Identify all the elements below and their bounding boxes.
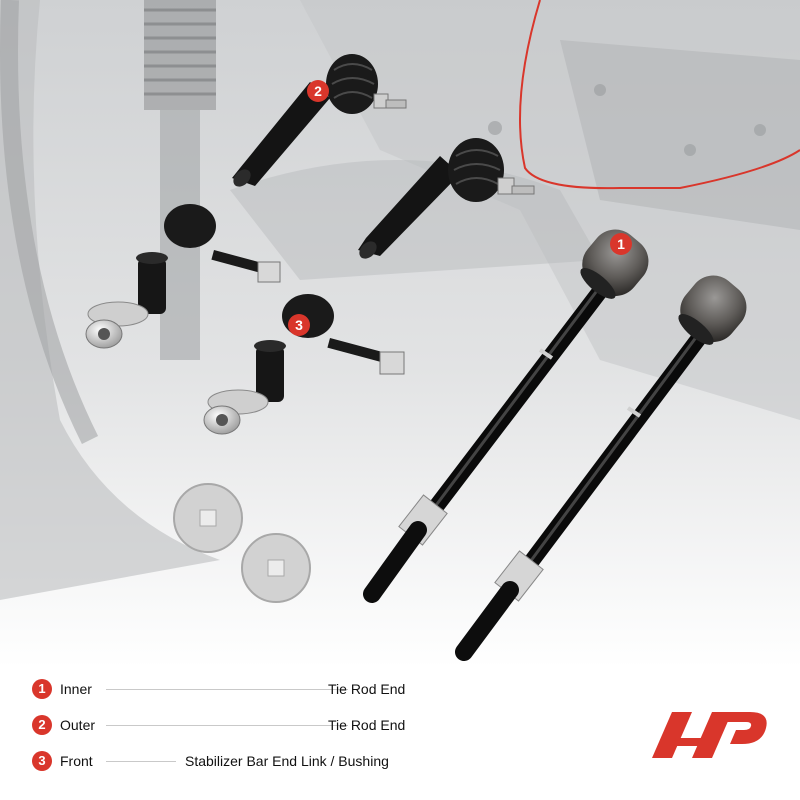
legend-value-outer: Tie Rod End xyxy=(328,717,406,733)
outer-tie-rod-end-a xyxy=(232,54,407,187)
legend-badge-1: 1 xyxy=(32,679,52,699)
outer-tie-rod-end-b xyxy=(358,138,535,259)
legend-value-inner: Tie Rod End xyxy=(328,681,406,697)
product-photo: 2 3 1 xyxy=(0,0,800,668)
callout-badge-3: 3 xyxy=(288,314,310,336)
callout-badge-2: 2 xyxy=(307,80,329,102)
legend-label-front: Front xyxy=(60,753,93,769)
callout-badge-1: 1 xyxy=(610,233,632,255)
legend-divider xyxy=(106,725,348,726)
inner-tie-rod-b xyxy=(455,275,747,661)
washer-b xyxy=(241,533,311,603)
legend-row-front: 3 Front Stabilizer Bar End Link / Bushin… xyxy=(32,750,432,774)
washer-a xyxy=(173,483,243,553)
legend-badge-2: 2 xyxy=(32,715,52,735)
svg-text:1: 1 xyxy=(617,236,625,252)
stabilizer-link-a xyxy=(85,204,281,349)
legend-row-outer: 2 Outer Tie Rod End xyxy=(32,714,432,738)
legend-label-inner: Inner xyxy=(60,681,92,697)
legend-divider xyxy=(106,689,348,690)
legend-value-front: Stabilizer Bar End Link / Bushing xyxy=(185,753,389,769)
legend-label-outer: Outer xyxy=(60,717,96,733)
brand-logo-icon xyxy=(652,712,767,758)
highlight-arc xyxy=(519,0,800,190)
svg-text:3: 3 xyxy=(295,317,303,333)
stabilizer-link-b xyxy=(203,294,405,435)
legend-badge-3: 3 xyxy=(32,751,52,771)
legend-divider xyxy=(106,761,176,762)
svg-text:2: 2 xyxy=(314,83,322,99)
legend-row-inner: 1 Inner Tie Rod End xyxy=(32,678,432,702)
inner-tie-rod-a xyxy=(363,229,649,603)
